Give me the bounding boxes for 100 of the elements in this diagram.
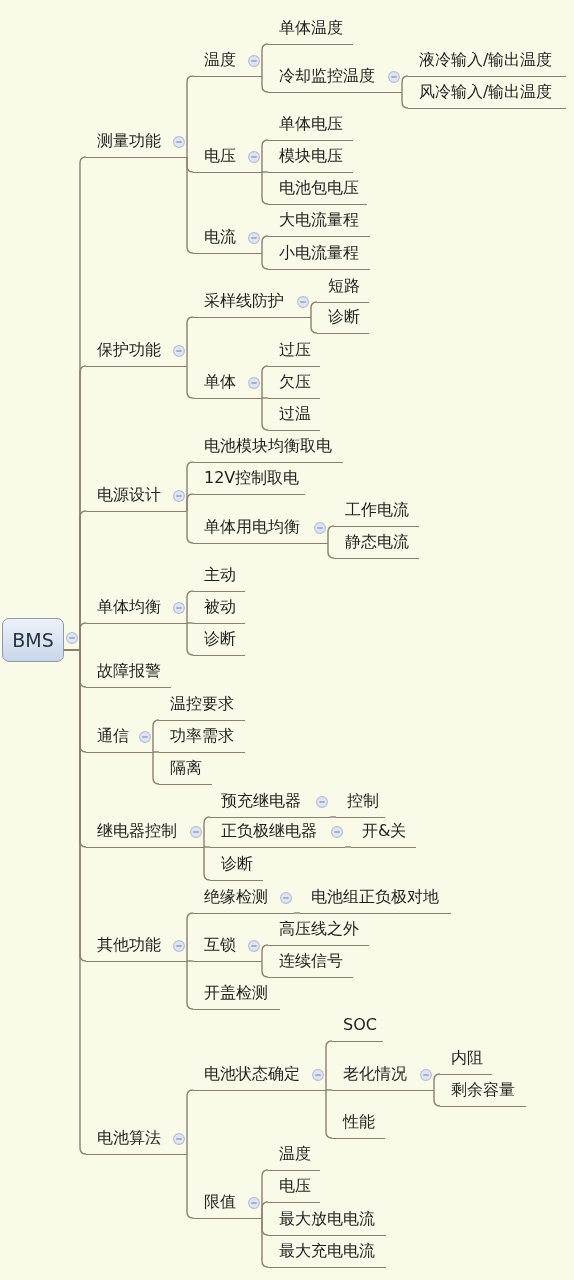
topic-label: 采样线防护 <box>204 291 284 311</box>
topic-label: 隔离 <box>170 758 202 778</box>
topic-label: 被动 <box>204 597 236 617</box>
connector-line <box>186 960 194 962</box>
connector-line <box>203 846 211 881</box>
topic-label: 工作电流 <box>345 500 409 520</box>
topic-label: 电池状态确定 <box>204 1064 300 1084</box>
topic-label: 风冷输入/输出温度 <box>419 82 553 102</box>
topic-label: 保护功能 <box>97 340 161 360</box>
connector-line <box>261 397 269 431</box>
topic-label: 开盖检测 <box>204 983 268 1003</box>
connector-line <box>325 1040 333 1091</box>
connector-line <box>401 91 409 109</box>
connector-line <box>261 75 269 93</box>
topic-label: 过压 <box>279 340 311 360</box>
topic-label: 最大充电电流 <box>279 1241 375 1261</box>
topic-label: 功率需求 <box>170 726 234 746</box>
connector-line <box>261 43 269 77</box>
topic-label: 过温 <box>279 404 311 424</box>
connector-line <box>293 912 301 914</box>
topic-label: SOC <box>343 1015 377 1035</box>
topic-label: 剩余容量 <box>451 1080 515 1100</box>
connector-line <box>152 751 160 753</box>
topic-label: 单体 <box>204 372 236 392</box>
connector-line <box>261 171 269 173</box>
connector-line <box>186 622 194 624</box>
connector-line <box>310 316 318 334</box>
connector-line <box>401 75 409 93</box>
topic-label: 欠压 <box>279 372 311 392</box>
connector-line <box>261 365 269 399</box>
topic-label: 单体电压 <box>279 114 343 134</box>
root-node: BMS <box>2 618 64 662</box>
topic-label: 连续信号 <box>279 951 343 971</box>
connector-line <box>344 846 352 848</box>
connector-line <box>186 316 194 367</box>
topic-label: 测量功能 <box>97 131 161 151</box>
topic-label: 电压 <box>279 1176 311 1196</box>
connector-line <box>310 301 318 318</box>
topic-label: 继电器控制 <box>97 821 177 841</box>
connector-line <box>327 542 335 559</box>
connector-line <box>261 252 269 270</box>
topic-label: 限值 <box>204 1192 236 1212</box>
topic-label: 静态电流 <box>345 532 409 552</box>
topic-label: 最大放电电流 <box>279 1209 375 1229</box>
connector-line <box>261 960 269 978</box>
connector-line <box>186 75 194 158</box>
topic-label: 冷却监控温度 <box>279 66 375 86</box>
topic-label: 主动 <box>204 565 236 585</box>
connector-line <box>325 1089 333 1091</box>
connector-line <box>203 816 211 848</box>
topic-label: 液冷输入/输出温度 <box>419 50 553 70</box>
topic-label: 单体用电均衡 <box>204 517 300 537</box>
connector-line <box>186 365 194 399</box>
topic-label: 互锁 <box>204 935 236 955</box>
connector-line <box>186 493 194 512</box>
connector-line <box>261 1201 269 1219</box>
connector-line <box>261 1217 269 1268</box>
topic-label: 预充继电器 <box>221 791 301 811</box>
topic-label: 单体温度 <box>279 18 343 38</box>
topic-label: 单体均衡 <box>97 597 161 617</box>
connector-line <box>261 235 269 254</box>
topic-label: 性能 <box>343 1112 375 1132</box>
topic-label: 温度 <box>279 1144 311 1164</box>
topic-label: 大电流量程 <box>279 210 359 230</box>
connector-line <box>261 171 269 205</box>
topic-label: 电流 <box>204 227 236 247</box>
topic-label: 小电流量程 <box>279 243 359 263</box>
topic-label: 电源设计 <box>97 485 161 505</box>
connector-line <box>329 816 337 818</box>
connector-line <box>327 525 335 544</box>
topic-label: 内阻 <box>451 1048 483 1068</box>
topic-label: 电池算法 <box>97 1128 161 1148</box>
topic-label: 温度 <box>204 50 236 70</box>
topic-label: 控制 <box>347 791 379 811</box>
topic-label: 诊断 <box>204 629 236 649</box>
connector-line <box>186 156 194 254</box>
connector-line <box>152 751 160 785</box>
topic-label: 12V控制取电 <box>204 468 300 488</box>
topic-label: 正负极继电器 <box>221 821 317 841</box>
connector-line <box>186 590 194 624</box>
topic-label: 诊断 <box>328 307 360 327</box>
topic-label: 电池模块均衡取电 <box>204 436 332 456</box>
connector-line <box>186 1089 194 1155</box>
connector-line <box>261 397 269 399</box>
topic-label: 温控要求 <box>170 694 234 714</box>
connector-line <box>433 1089 441 1107</box>
topic-label: 绝缘检测 <box>204 887 268 907</box>
topic-label: 老化情况 <box>343 1064 407 1084</box>
connector-line <box>203 846 211 848</box>
topic-label: 模块电压 <box>279 146 343 166</box>
connector-line <box>186 1153 194 1219</box>
connector-line <box>152 719 160 753</box>
topic-label: 其他功能 <box>97 935 161 955</box>
connector-line <box>261 944 269 962</box>
topic-label: 短路 <box>328 276 360 296</box>
topic-label: 电压 <box>204 146 236 166</box>
topic-label: 开&关 <box>362 821 407 841</box>
topic-label: 诊断 <box>221 854 253 874</box>
connector-line <box>186 622 194 656</box>
connector-line <box>186 912 194 962</box>
